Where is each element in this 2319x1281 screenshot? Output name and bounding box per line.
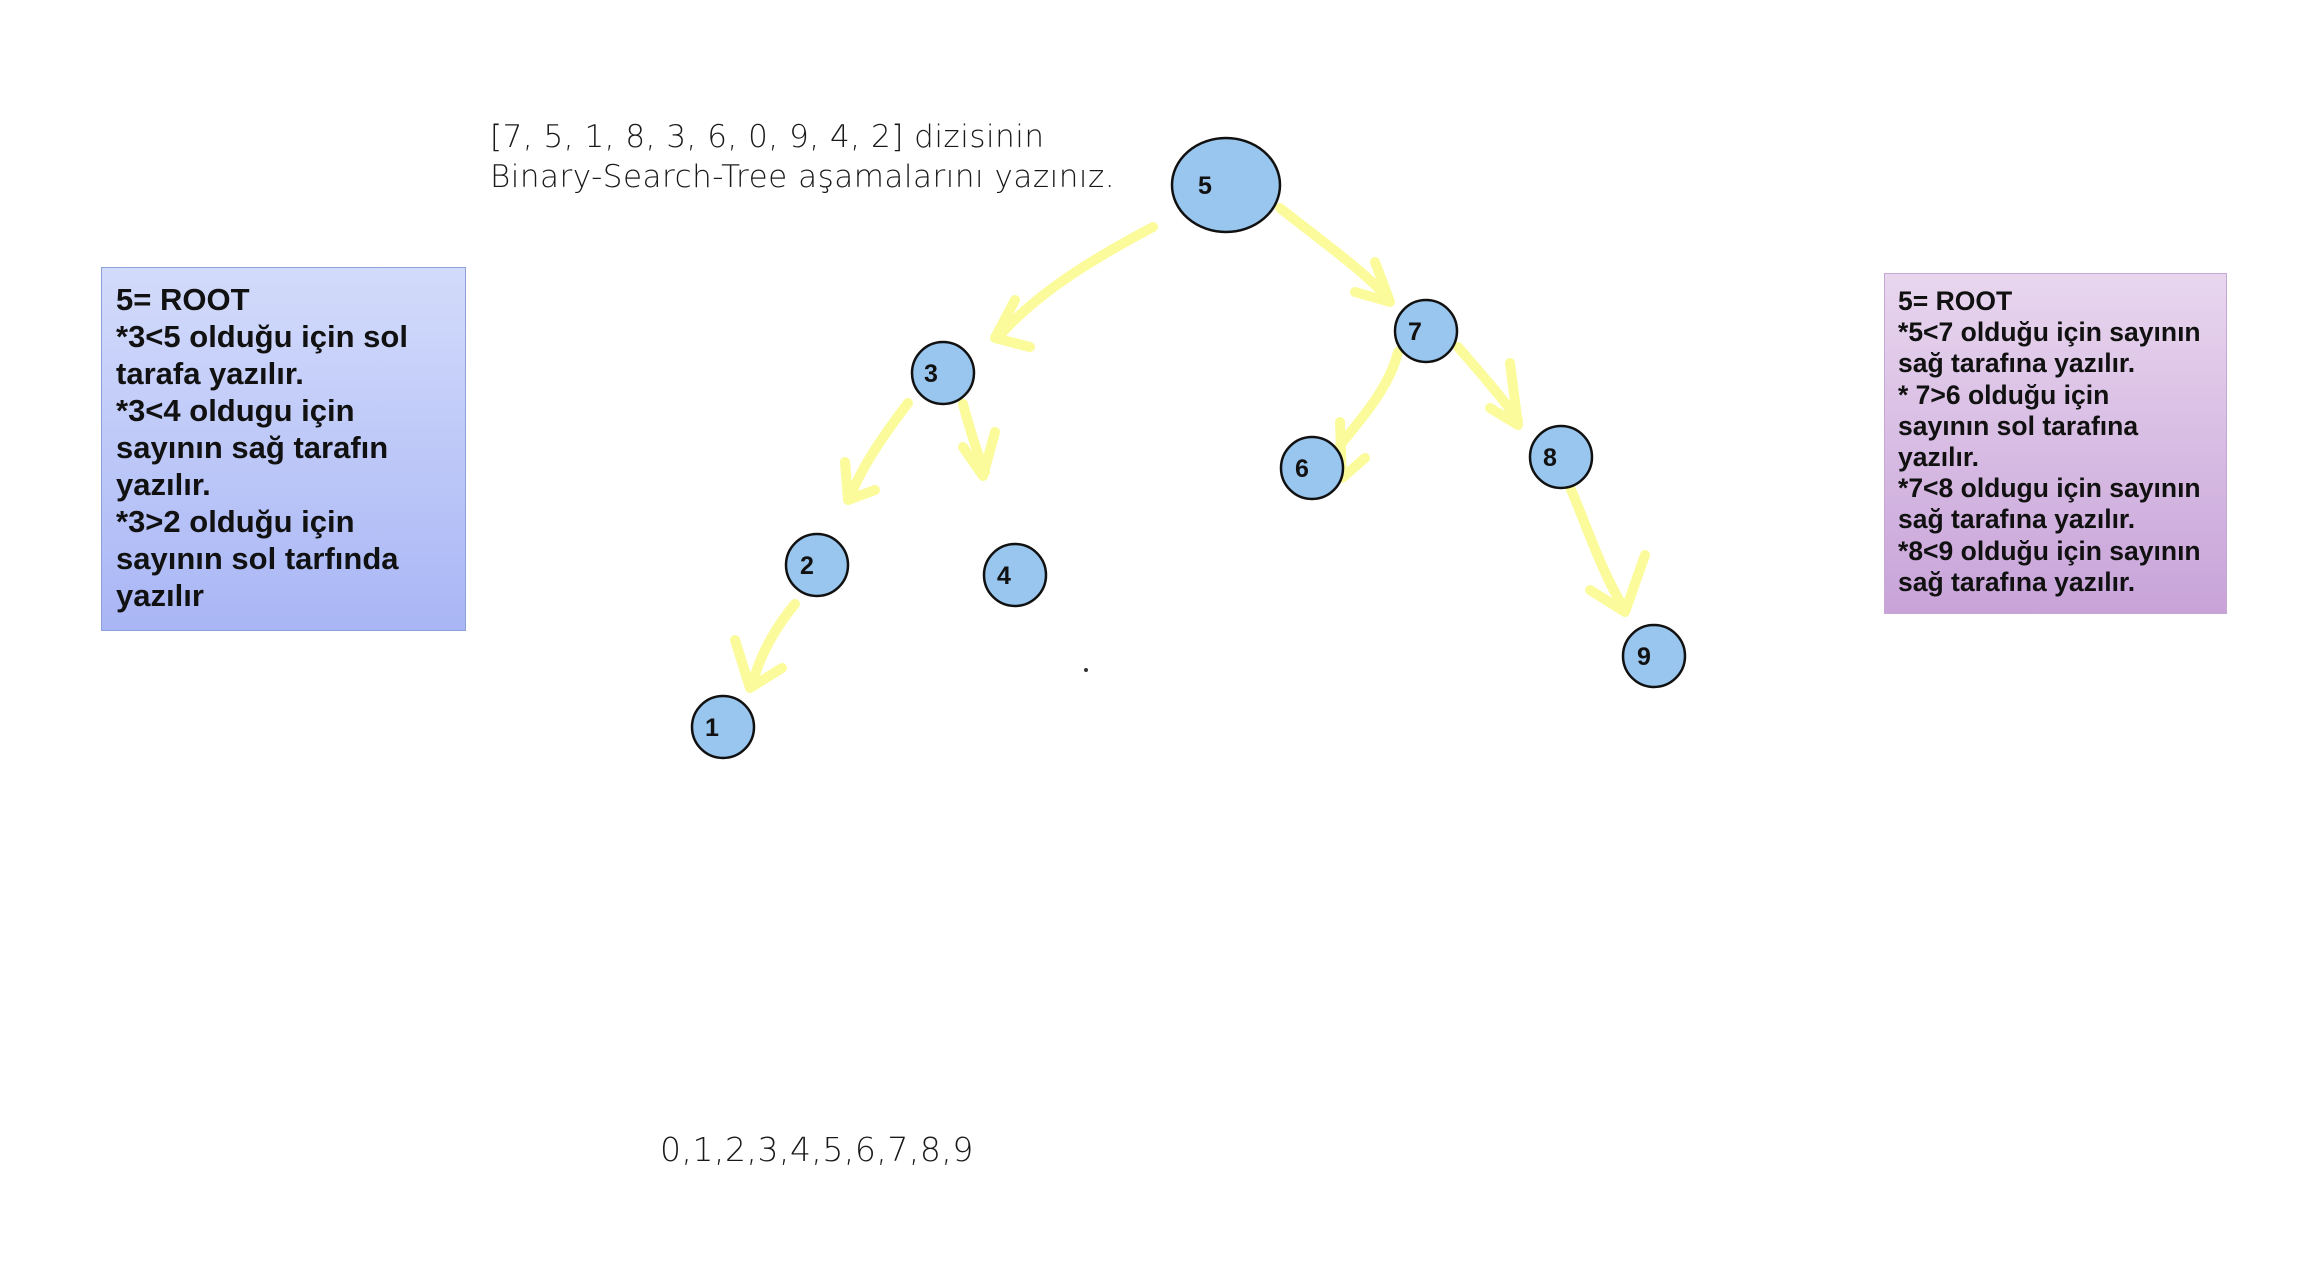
node-label: 4 xyxy=(997,562,1011,590)
problem-statement: [7, 5, 1, 8, 3, 6, 0, 9, 4, 2] dizisinin… xyxy=(490,117,1115,197)
note-line: * 7>6 olduğu için xyxy=(1898,379,2110,410)
note-line: yazılır xyxy=(116,578,204,613)
node-label: 5 xyxy=(1198,172,1212,200)
arrow-8-to-9 xyxy=(1561,473,1650,617)
note-line: 5= ROOT xyxy=(1898,286,2013,316)
arrow-2-to-1 xyxy=(730,599,800,693)
note-line: sağ tarafına yazılır. xyxy=(1898,504,2136,535)
stray-dot-mark xyxy=(1084,668,1088,672)
tree-node-8: 8 xyxy=(1528,424,1594,490)
sorted-output: 0,1,2,3,4,5,6,7,8,9 xyxy=(660,1130,974,1169)
note-line: yazılır. xyxy=(116,467,211,502)
arrow-5-to-3 xyxy=(990,222,1158,352)
note-line: yazılır. xyxy=(1898,442,1980,473)
note-line: *3<4 oldugu için xyxy=(116,393,355,428)
note-line: sağ tarafına yazılır. xyxy=(1898,566,2136,597)
tree-node-1: 1 xyxy=(690,694,756,760)
note-line: sayının sol tarfında xyxy=(116,541,399,576)
tree-node-5: 5 xyxy=(1170,136,1282,234)
note-line: tarafa yazılır. xyxy=(116,356,304,391)
edge-arrows xyxy=(730,203,1650,693)
node-label: 2 xyxy=(800,552,814,580)
arrow-3-to-2 xyxy=(840,398,913,505)
arrow-5-to-7 xyxy=(1275,203,1395,307)
problem-statement-line-2: Binary-Search-Tree aşamalarını yazınız. xyxy=(490,159,1116,195)
tree-node-2: 2 xyxy=(784,532,850,598)
note-line: sağ tarafına yazılır. xyxy=(1898,348,2136,379)
node-label: 6 xyxy=(1295,455,1309,483)
note-line: *3>2 olduğu için xyxy=(116,504,355,539)
note-line: *8<9 olduğu için sayının xyxy=(1898,535,2201,566)
note-line: *3<5 olduğu için sol xyxy=(116,319,408,354)
tree-node-6: 6 xyxy=(1279,435,1345,501)
note-line: sayının sol tarafına xyxy=(1898,410,2139,441)
node-label: 3 xyxy=(924,360,938,388)
note-line: sayının sağ tarafın xyxy=(116,430,389,465)
node-label: 7 xyxy=(1408,318,1422,346)
tree-node-4: 4 xyxy=(982,542,1048,608)
problem-statement-line-1: [7, 5, 1, 8, 3, 6, 0, 9, 4, 2] dizisinin xyxy=(490,119,1045,155)
tree-node-7: 7 xyxy=(1393,298,1459,364)
left-explanation-note: 5= ROOT *3<5 olduğu için sol tarafa yazı… xyxy=(101,267,466,631)
note-line: *5<7 olduğu için sayının xyxy=(1898,317,2201,348)
node-label: 1 xyxy=(705,714,719,742)
tree-nodes: 5 3 7 2 4 1 6 8 xyxy=(690,136,1687,760)
node-label: 8 xyxy=(1543,444,1557,472)
arrow-3-to-4 xyxy=(958,399,1000,481)
note-line: 5= ROOT xyxy=(116,282,250,317)
tree-node-3: 3 xyxy=(910,340,976,406)
tree-node-9: 9 xyxy=(1621,623,1687,689)
right-explanation-note: 5= ROOT *5<7 olduğu için sayının sağ tar… xyxy=(1884,273,2227,614)
arrow-7-to-6 xyxy=(1335,347,1403,483)
note-line: *7<8 oldugu için sayının xyxy=(1898,473,2201,504)
arrow-7-to-8 xyxy=(1453,342,1523,430)
node-label: 9 xyxy=(1637,643,1651,671)
